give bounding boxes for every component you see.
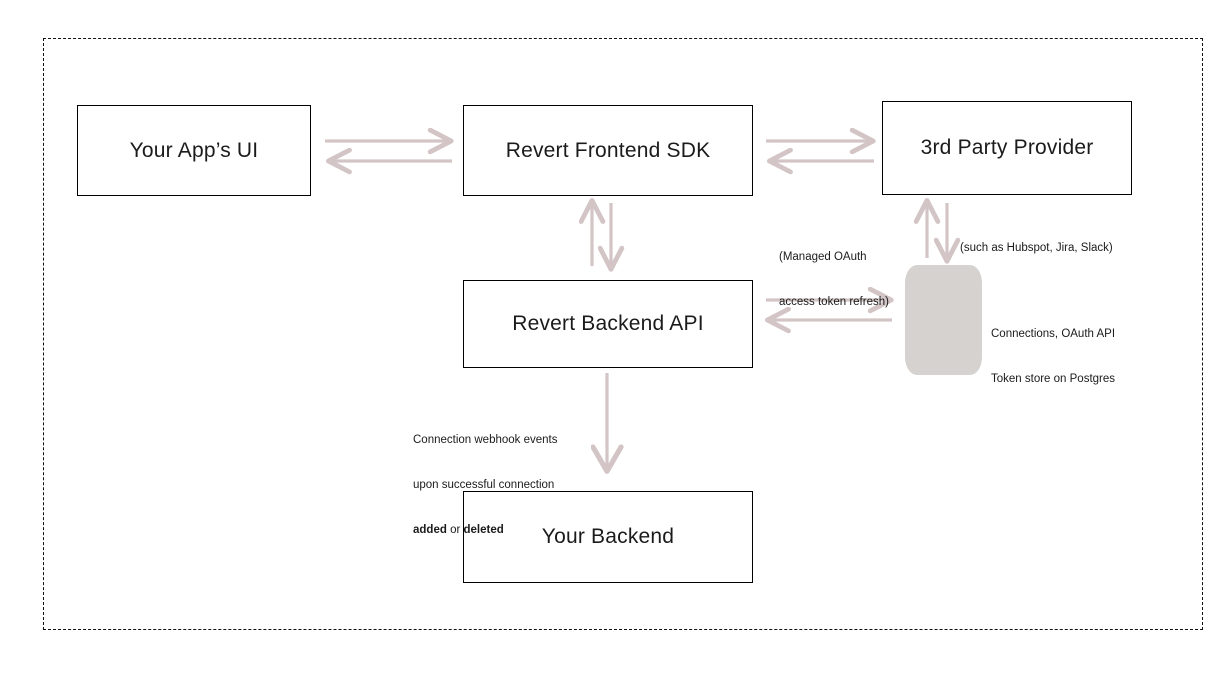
node-3rd-party-provider[interactable]: 3rd Party Provider xyxy=(882,101,1132,195)
annotation-webhook-joiner: or xyxy=(446,524,464,536)
annotation-datastore-line2: Token store on Postgres xyxy=(991,373,1116,385)
annotation-webhook-line2: upon successful connection xyxy=(413,479,555,491)
annotation-managed-oauth-line2: access token refresh) xyxy=(779,296,889,308)
annotation-provider-examples: (such as Hubspot, Jira, Slack) xyxy=(960,211,1113,286)
diagram-frame xyxy=(43,38,1203,630)
annotation-webhook-events: Connection webhook events upon successfu… xyxy=(413,403,558,568)
node-revert-backend-api-label: Revert Backend API xyxy=(512,312,704,335)
annotation-managed-oauth-line1: (Managed OAuth xyxy=(779,251,867,263)
node-your-app-ui[interactable]: Your App’s UI xyxy=(77,105,311,196)
datastore-cylinder-icon xyxy=(905,265,982,375)
annotation-webhook-line1: Connection webhook events xyxy=(413,434,558,446)
annotation-webhook-bold-deleted: deleted xyxy=(463,524,504,536)
node-revert-frontend-sdk[interactable]: Revert Frontend SDK xyxy=(463,105,753,196)
node-your-backend[interactable]: Your Backend xyxy=(463,491,753,583)
node-revert-frontend-sdk-label: Revert Frontend SDK xyxy=(505,138,711,162)
node-revert-backend-api[interactable]: Revert Backend API xyxy=(463,280,753,368)
node-your-backend-label: Your Backend xyxy=(541,525,675,548)
node-your-app-ui-label: Your App’s UI xyxy=(129,138,259,162)
node-3rd-party-provider-label: 3rd Party Provider xyxy=(920,136,1094,159)
annotation-managed-oauth: (Managed OAuth access token refresh) xyxy=(779,220,889,340)
annotation-provider-examples-text: (such as Hubspot, Jira, Slack) xyxy=(960,242,1113,254)
annotation-datastore-line1: Connections, OAuth API xyxy=(991,328,1116,340)
annotation-datastore-label: Connections, OAuth API Token store on Po… xyxy=(991,297,1115,417)
annotation-webhook-bold-added: added xyxy=(413,524,447,536)
annotation-webhook-line3: added or deleted xyxy=(413,523,558,538)
